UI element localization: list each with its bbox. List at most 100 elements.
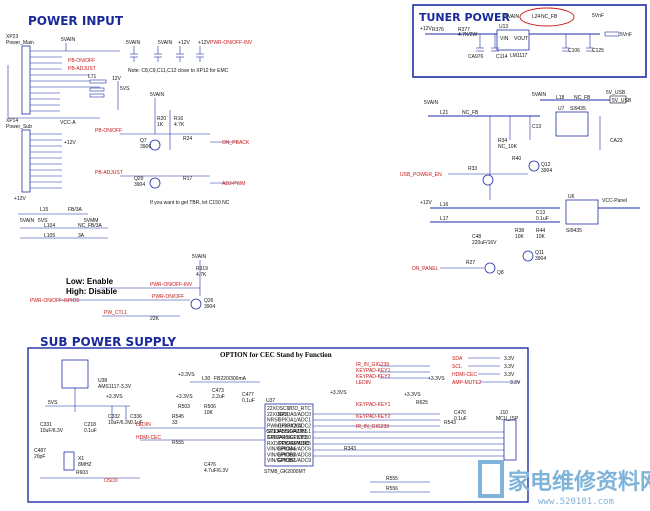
mcu-pin-right-4: GPIOA3/SDA2/P1.1 — [266, 429, 311, 435]
svg-text:10uF/6.3V: 10uF/6.3V — [108, 420, 132, 426]
svg-text:2.2uF: 2.2uF — [212, 394, 225, 400]
svg-text:5VnF: 5VnF — [592, 13, 604, 19]
mcu-pin-left-8: VIN/GPIOB3 — [267, 452, 296, 458]
svg-text:3904: 3904 — [541, 168, 552, 174]
rail-vcca: VCC-A — [60, 120, 76, 126]
signal-keypad-key1: KEYPAD-KEY1 — [356, 402, 391, 408]
signal-pw-ctl: PW_CTL1 — [104, 310, 127, 316]
svg-text:C13: C13 — [532, 124, 541, 130]
svg-text:CA976: CA976 — [468, 54, 484, 60]
svg-text:12V: 12V — [112, 76, 122, 82]
mcu-pin-left-5: TXD/PD5/GPIOD5 — [267, 435, 309, 441]
svg-text:+3.3VS: +3.3VS — [330, 390, 347, 396]
signal-adj-pwm: ADJ-PWM — [222, 181, 245, 187]
svg-text:5V_USB: 5V_USB — [606, 90, 626, 96]
svg-text:0.1uF: 0.1uF — [536, 216, 549, 222]
svg-text:U7: U7 — [558, 106, 565, 112]
svg-text:5VAIN: 5VAIN — [505, 14, 519, 20]
svg-text:1K: 1K — [157, 122, 164, 128]
svg-text:10K: 10K — [536, 234, 546, 240]
mcu-pin-left-7: VIN/GPIOB4 — [267, 447, 296, 453]
svg-text:+3.3VS: +3.3VS — [428, 376, 445, 382]
svg-text:R27: R27 — [466, 260, 475, 266]
watermark: 家电维修资料网 www.520101.com — [478, 460, 650, 507]
svg-text:KEYPAD-KEY1: KEYPAD-KEY1 — [356, 368, 391, 374]
svg-text:20pF: 20pF — [34, 454, 45, 460]
cap-c476: C476 — [204, 462, 216, 468]
signal-keypad-key2: KEYPAD-KEY2 — [356, 414, 391, 420]
svg-text:+12V: +12V — [198, 40, 210, 46]
cap-c218: C218 — [84, 422, 96, 428]
low-enable-note: Low: Enable — [66, 277, 114, 286]
cap-c332: C332 — [108, 414, 120, 420]
svg-text:R343: R343 — [344, 446, 356, 452]
svg-text:4.7uF/6.3V: 4.7uF/6.3V — [204, 468, 229, 474]
svg-text:5VAIN: 5VAIN — [192, 254, 206, 260]
resistor-r506: R506 — [204, 404, 216, 410]
cap-c125: C125 — [592, 48, 604, 54]
svg-text:3906: 3906 — [140, 144, 151, 150]
resistor-r20: R20 — [157, 116, 166, 122]
cap-placement-note: Note: C8,C9,C11,C12 close to XP12 for EM… — [128, 68, 229, 74]
transistor-q7 — [149, 139, 161, 151]
cec-option-caption: OPTION for CEC Stand by Function — [220, 351, 332, 359]
svg-text:U37: U37 — [266, 398, 275, 404]
watermark-url: www.520101.com — [538, 497, 614, 507]
mcu-pin-right-8: GPIOB0/ADC8 — [278, 452, 312, 458]
svg-text:+12V: +12V — [14, 196, 26, 202]
resistor-r17: R17 — [183, 176, 192, 182]
mcu-pin-left-3: PWM1/GPIOC1 — [267, 423, 303, 429]
svg-text:R40: R40 — [512, 156, 521, 162]
power-input-title: POWER INPUT — [28, 14, 124, 28]
nc-note: If you want to get TBR, let C150 NC — [150, 200, 230, 206]
svg-text:5VAIN: 5VAIN — [150, 92, 164, 98]
svg-text:+3.3VS: +3.3VS — [176, 394, 193, 400]
svg-text:5VS: 5VS — [38, 218, 48, 224]
resistor-r16: R16 — [174, 116, 183, 122]
main-connector-ref: XP23 — [6, 34, 18, 40]
svg-text:Q8: Q8 — [497, 270, 504, 276]
svg-text:AMS1117-3.3V: AMS1117-3.3V — [98, 384, 132, 390]
svg-text:NC_FB: NC_FB — [462, 110, 479, 116]
cap-c48: C48 — [472, 234, 481, 240]
signal-pb-adjust-stage: PB-ADJUST — [95, 170, 123, 176]
tuner-caps — [476, 31, 620, 52]
svg-text:Q12: Q12 — [541, 162, 551, 168]
signal-pb-onoff-stage: PB-ON/OFF — [95, 128, 122, 134]
mcu-pin-left-1: 22XOSCI — [267, 412, 288, 418]
inductor-l105: L105 — [44, 233, 55, 239]
voltage-label-2: 3.3V — [504, 364, 515, 370]
svg-text:5VAIN: 5VAIN — [532, 92, 546, 98]
resistor-r503: R503 — [178, 404, 190, 410]
resistor-r625: R625 — [416, 400, 428, 406]
rail-5v-usb: 5V_USB — [612, 98, 632, 104]
cap-c477: C477 — [242, 392, 254, 398]
svg-text:L16: L16 — [440, 202, 449, 208]
signal-pwr-onoff-inv-2: PWR-ON/OFF-INV — [150, 282, 193, 288]
svg-text:X1: X1 — [78, 456, 84, 462]
svg-text:MCU_ISP: MCU_ISP — [496, 416, 519, 422]
svg-text:U38: U38 — [98, 378, 107, 384]
signal-hdmi-cec: HDMI-CEC — [136, 435, 161, 441]
resistor-r543: R543 — [444, 420, 456, 426]
rail-5v-main: 5VAIN — [61, 37, 75, 43]
transistor-q29 — [149, 177, 161, 189]
cap-c473: C473 — [212, 388, 224, 394]
svg-text:J10: J10 — [500, 410, 508, 416]
svg-text:SI9435: SI9435 — [570, 106, 586, 112]
input-decoupling-caps — [130, 46, 204, 62]
svg-text:LEDIN: LEDIN — [356, 380, 371, 386]
inductor-l71: L71 — [88, 74, 97, 80]
sub-connector-body — [21, 129, 31, 193]
sub-connector-pins — [30, 133, 62, 189]
transistor-q8 — [484, 262, 496, 274]
regulator-u13 — [496, 29, 530, 51]
mosfet-u6 — [565, 199, 599, 225]
cap-c487: C487 — [34, 448, 46, 454]
transistor-q12 — [528, 160, 540, 172]
svg-text:33: 33 — [172, 420, 178, 426]
signal-pwr-onoff-gpio: PWR-ON/OFF-GPIO5 — [30, 298, 79, 304]
svg-text:CA23: CA23 — [610, 138, 623, 144]
